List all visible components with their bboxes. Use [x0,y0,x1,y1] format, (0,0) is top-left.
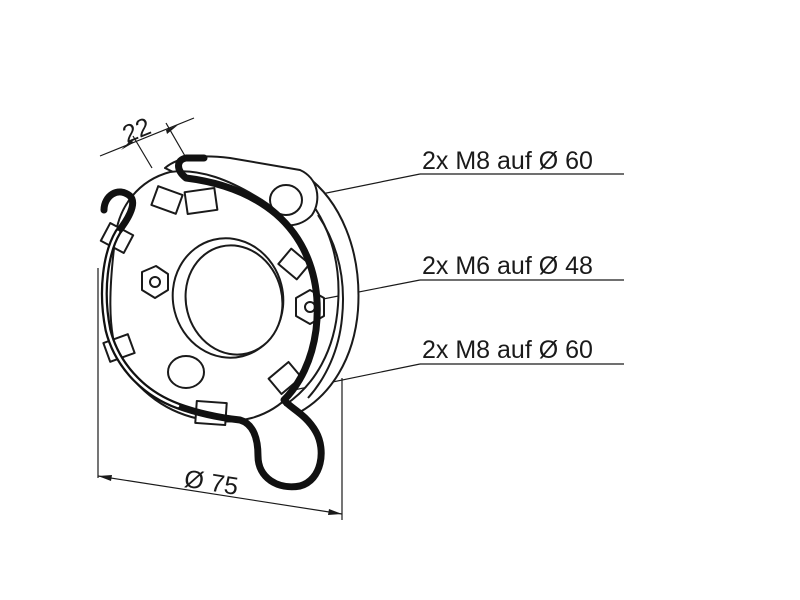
central-bore-inner [184,244,284,356]
clip-block-lower-right [267,360,303,396]
clip-block-right [277,247,311,281]
arrow-head [121,139,133,150]
mounting-hole-bottom [167,355,205,389]
leader-line [317,279,421,301]
dimension-line-75 [97,475,343,515]
clip-block-top [183,187,219,215]
callout-2: 2x M6 auf Ø 48 [317,252,624,301]
callout-label: 2x M6 auf Ø 48 [422,252,593,280]
flange-edge [307,214,344,399]
extension-line-left [132,135,153,169]
nut-bore [304,301,316,313]
clip-block-upper-left [150,185,184,215]
callout-1: 2x M8 auf Ø 60 [291,147,624,201]
dimension-label-22: 22 [119,112,155,148]
nut-bore [149,276,161,288]
dimension-line-22 [99,117,195,157]
mounting-hole-top [269,184,303,216]
callout-label: 2x M8 auf Ø 60 [422,336,593,364]
dimension-75: Ø 75 [97,268,343,520]
dimension-label-75: Ø 75 [182,465,240,501]
callout-label: 2x M8 auf Ø 60 [422,147,593,175]
bearing-assembly [99,154,360,491]
spring-clip-highlight [103,230,180,408]
arrow-head [98,475,112,481]
arrow-head [328,509,342,515]
arrow-head [166,125,178,134]
extension-line-right [165,122,186,157]
